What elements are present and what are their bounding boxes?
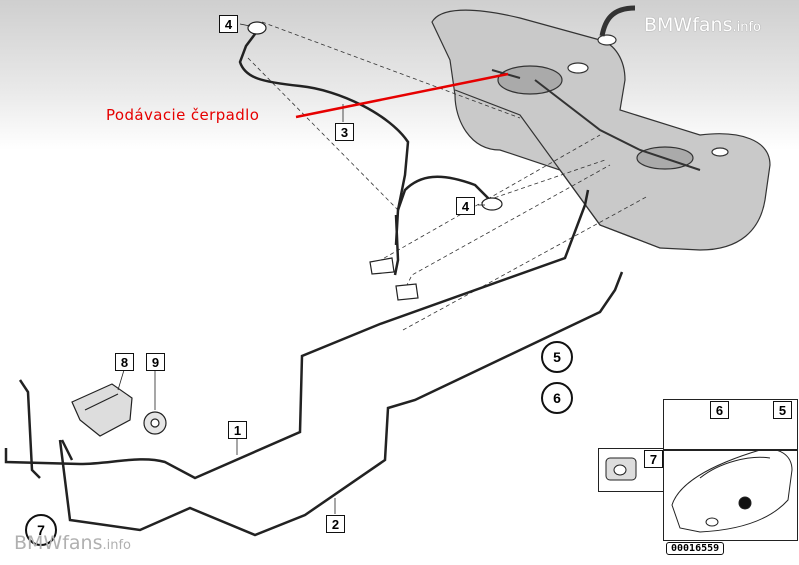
callout-inset-7: 7 xyxy=(644,450,663,468)
callout-4-middle: 4 xyxy=(456,197,475,215)
clamp-4-middle xyxy=(481,197,503,211)
left-pipe-stub xyxy=(18,379,74,479)
callout-4-top: 4 xyxy=(219,15,238,33)
clamp-4-top xyxy=(247,21,267,35)
diagram-part-number: 00016559 xyxy=(666,542,725,555)
watermark-bottom-brand: BMWfans xyxy=(14,532,103,554)
callout-8: 8 xyxy=(115,353,134,371)
watermark-bottom: BMWfans.info xyxy=(14,532,131,554)
fuel-tank xyxy=(431,5,771,251)
callout-7: 7 xyxy=(25,514,57,546)
fuel-line-2 xyxy=(58,271,624,537)
watermark-top-brand: BMWfans xyxy=(644,14,733,36)
bracket-8 xyxy=(71,383,133,437)
callout-5: 5 xyxy=(541,341,573,373)
inset-clip-7 xyxy=(605,457,637,481)
hose-clips xyxy=(369,257,419,301)
nut-9 xyxy=(143,411,167,435)
callout-2: 2 xyxy=(326,515,345,533)
callout-9: 9 xyxy=(146,353,165,371)
watermark-top: BMWfans.info xyxy=(644,14,761,36)
inset-car xyxy=(671,448,793,533)
watermark-top-suffix: .info xyxy=(732,20,762,35)
watermark-bottom-suffix: .info xyxy=(102,538,132,553)
inset-frame-car xyxy=(663,449,798,541)
fuel-line-1 xyxy=(4,189,590,480)
callout-6: 6 xyxy=(541,382,573,414)
callout-inset-5: 5 xyxy=(773,401,792,419)
callout-leaders xyxy=(117,23,485,514)
callout-3: 3 xyxy=(335,123,354,141)
hose-assembly xyxy=(238,29,491,276)
pump-annotation: Podávacie čerpadlo xyxy=(106,106,260,124)
callout-1: 1 xyxy=(228,421,247,439)
pump-leader-line xyxy=(295,72,509,119)
callout-inset-6: 6 xyxy=(710,401,729,419)
